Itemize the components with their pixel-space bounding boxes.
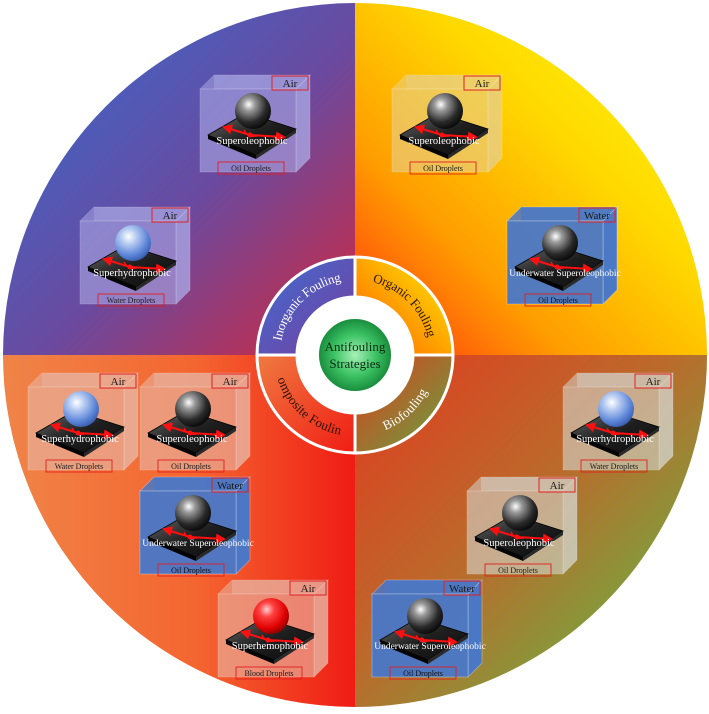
surface-type-label: Superoleophobic xyxy=(483,538,554,549)
droplet-badge xyxy=(217,161,285,175)
center-title-line1: Antifouling xyxy=(325,339,386,354)
environment-label: Air xyxy=(111,376,126,388)
environment-badge xyxy=(463,75,501,91)
droplet-ball-icon xyxy=(63,391,99,427)
surface-type-label: Underwater Superoleophobic xyxy=(142,539,254,549)
surface-type-label: Underwater Superoleophobic xyxy=(509,269,621,279)
droplet-ball-icon xyxy=(175,495,211,531)
environment-badge xyxy=(538,477,576,493)
droplet-label: Water Droplets xyxy=(590,462,638,471)
droplet-badge xyxy=(97,293,165,307)
droplet-badge xyxy=(409,161,477,175)
droplet-badge xyxy=(45,459,113,473)
droplet-badge xyxy=(484,563,552,577)
environment-label: Air xyxy=(475,78,490,90)
environment-label: Air xyxy=(301,583,316,595)
droplet-label: Water Droplets xyxy=(55,462,103,471)
environment-badge xyxy=(211,477,249,493)
surface-type-label: Superhydrophobic xyxy=(93,268,171,279)
surface-type-label: Superhydrophobic xyxy=(41,434,119,445)
surface-type-label: Superoleophobic xyxy=(156,434,227,445)
environment-badge xyxy=(578,207,616,223)
droplet-label: Oil Droplets xyxy=(403,669,443,678)
environment-label: Water xyxy=(449,583,475,595)
droplet-badge xyxy=(580,459,648,473)
environment-label: Air xyxy=(163,210,178,222)
environment-label: Air xyxy=(283,78,298,90)
droplet-ball-icon xyxy=(598,391,634,427)
droplet-label: Oil Droplets xyxy=(231,164,271,173)
environment-badge xyxy=(271,75,309,91)
environment-badge xyxy=(99,373,137,389)
environment-label: Air xyxy=(646,376,661,388)
surface-type-label: Superhemophobic xyxy=(232,641,309,652)
environment-badge xyxy=(289,580,327,596)
droplet-label: Oil Droplets xyxy=(171,566,211,575)
environment-badge xyxy=(443,580,481,596)
droplet-ball-icon xyxy=(175,391,211,427)
droplet-badge xyxy=(157,563,225,577)
center-circle xyxy=(317,317,393,393)
environment-label: Water xyxy=(217,480,243,492)
droplet-ball-icon xyxy=(253,598,289,634)
droplet-badge xyxy=(389,666,457,680)
environment-badge xyxy=(211,373,249,389)
droplet-badge xyxy=(235,666,303,680)
droplet-ball-icon xyxy=(542,225,578,261)
surface-type-label: Superhydrophobic xyxy=(576,434,654,445)
droplet-ball-icon xyxy=(115,225,151,261)
surface-type-label: Underwater Superoleophobic xyxy=(374,642,486,652)
droplet-ball-icon xyxy=(427,93,463,129)
center-title-line2: Strategies xyxy=(329,356,380,371)
droplet-label: Oil Droplets xyxy=(538,296,578,305)
surface-type-label: Superoleophobic xyxy=(408,136,479,147)
droplet-label: Water Droplets xyxy=(107,296,155,305)
droplet-ball-icon xyxy=(235,93,271,129)
droplet-ball-icon xyxy=(407,598,443,634)
environment-label: Water xyxy=(584,210,610,222)
droplet-badge xyxy=(157,459,225,473)
droplet-badge xyxy=(524,293,592,307)
environment-badge xyxy=(151,207,189,223)
environment-label: Air xyxy=(550,480,565,492)
droplet-label: Blood Droplets xyxy=(244,669,293,678)
droplet-ball-icon xyxy=(502,495,538,531)
surface-type-label: Superoleophobic xyxy=(216,136,287,147)
droplet-label: Oil Droplets xyxy=(171,462,211,471)
droplet-label: Oil Droplets xyxy=(498,566,538,575)
environment-label: Air xyxy=(223,376,238,388)
droplet-label: Oil Droplets xyxy=(423,164,463,173)
environment-badge xyxy=(634,373,672,389)
